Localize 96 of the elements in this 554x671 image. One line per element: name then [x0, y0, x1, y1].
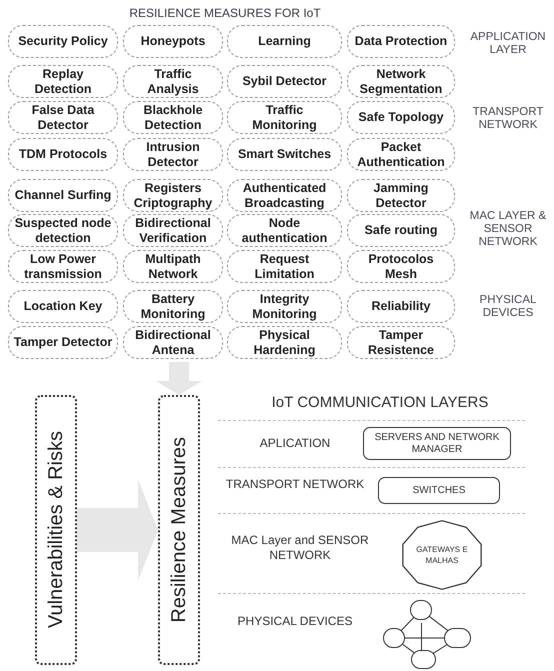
measure-box: [123, 179, 223, 212]
network-link: [421, 622, 422, 650]
network-link: [428, 616, 449, 632]
dotted-column-box: [35, 395, 77, 665]
measure-box: [227, 326, 342, 359]
measure-box: [123, 65, 223, 98]
measure-text: Tamper Detector: [14, 335, 112, 350]
measure-text: Request Limitation: [254, 252, 316, 282]
measure-box: [123, 214, 223, 247]
measure-box: [347, 101, 455, 134]
measure-box: [347, 326, 455, 359]
layer-label: MAC LAYER & SENSOR NETWORK: [468, 210, 548, 249]
measure-box: [227, 101, 342, 134]
measure-text: Battery Monitoring: [140, 292, 206, 322]
measure-text: Jamming Detector: [372, 180, 430, 210]
measure-box: [8, 65, 118, 98]
measure-text: Authenticated Broadcasting: [242, 180, 328, 210]
section-heading: IoT COMMUNICATION LAYERS: [270, 394, 490, 412]
measure-box: [123, 250, 223, 283]
device-text: GATEWAYS E MALHAS: [415, 544, 469, 566]
measure-text: Smart Switches: [238, 147, 332, 162]
measure-text: Bidirectional Verification: [134, 216, 212, 246]
measure-box: [123, 290, 223, 323]
layer-label: TRANSPORT NETWORK: [472, 106, 544, 132]
measure-text: Protocolos Mesh: [367, 252, 435, 282]
measure-text: Integrity Monitoring: [251, 292, 318, 322]
column-title: Resilience Measures: [167, 437, 191, 623]
measure-box: [8, 250, 118, 283]
measure-text: Packet Authentication: [356, 140, 446, 170]
layer-label: APLICATION: [258, 436, 332, 451]
diagram-title: RESILIENCE MEASURES FOR IoT: [128, 6, 322, 21]
measure-text: Security Policy: [18, 34, 108, 49]
dotted-column-box: [158, 395, 200, 665]
block-arrow: [156, 362, 202, 395]
measure-text: Location Key: [24, 299, 102, 314]
layer-label: PHYSICAL DEVICES: [478, 294, 538, 320]
measure-text: Honeypots: [140, 34, 206, 49]
measure-box: [227, 214, 342, 247]
measure-box: [123, 25, 223, 58]
measure-box: [347, 179, 455, 212]
measure-text: Data Protection: [354, 34, 448, 49]
measure-box: [227, 138, 342, 171]
layer-label: APPLICATION LAYER: [469, 31, 547, 57]
measure-text: Reliability: [371, 299, 431, 314]
measure-text: False Data Detector: [30, 102, 96, 132]
measure-box: [347, 138, 455, 171]
rounded-box: SWITCHES: [378, 477, 500, 504]
network-link: [400, 617, 414, 631]
measure-box: [227, 65, 342, 98]
measure-box: [347, 25, 455, 58]
layer-label: PHYSICAL DEVICES: [236, 614, 354, 629]
measure-box: [227, 250, 342, 283]
measure-box: [347, 290, 455, 323]
measure-text: Replay Detection: [34, 66, 92, 96]
measure-box: [123, 326, 223, 359]
measure-text: Suspected node detection: [14, 216, 112, 246]
measure-text: Intrusion Detector: [145, 140, 201, 170]
measure-text: Sybil Detector: [242, 74, 327, 89]
block-arrow: [77, 479, 158, 581]
network-link: [402, 644, 415, 654]
measure-box: [347, 250, 455, 283]
measure-text: TDM Protocols: [18, 147, 108, 162]
rounded-box: SERVERS AND NETWORK MANAGER: [363, 427, 511, 460]
measure-box: [8, 179, 118, 212]
measure-text: Node authentication: [240, 216, 328, 246]
layer-label: MAC Layer and SENSOR NETWORK: [230, 533, 370, 563]
measure-text: Traffic Monitoring: [251, 102, 318, 132]
measure-text: Bidirectional Antena: [134, 328, 212, 358]
measure-box: [8, 214, 118, 247]
measure-text: Low Power transmission: [23, 252, 103, 282]
measure-box: [8, 25, 118, 58]
measure-box: [227, 290, 342, 323]
network-link: [432, 644, 448, 654]
measure-box: [347, 65, 455, 98]
measure-text: Network Segmentation: [358, 66, 444, 96]
layer-label: TRANSPORT NETWORK: [225, 477, 365, 492]
measure-box: [227, 179, 342, 212]
column-title: Vulnerabilities & Risks: [44, 431, 68, 629]
measure-text: Blackhole Detection: [142, 102, 204, 132]
measure-text: Multipath Network: [144, 252, 202, 282]
measure-box: [123, 101, 223, 134]
measure-box: [8, 138, 118, 171]
measure-box: [8, 101, 118, 134]
measure-box: [347, 214, 455, 247]
measure-text: Channel Surfing: [14, 188, 112, 203]
measure-text: Safe routing: [364, 223, 438, 238]
measure-box: [8, 290, 118, 323]
measure-box: [227, 25, 342, 58]
measure-text: Physical Hardening: [252, 328, 316, 358]
measure-text: Tamper Resistence: [366, 328, 435, 358]
measure-text: Learning: [258, 34, 311, 49]
measure-text: Traffic Analysis: [146, 66, 200, 96]
measure-text: Safe Topology: [358, 110, 444, 125]
measure-text: Registers Criptography: [132, 180, 214, 210]
measure-box: [123, 138, 223, 171]
measure-box: [8, 326, 118, 359]
